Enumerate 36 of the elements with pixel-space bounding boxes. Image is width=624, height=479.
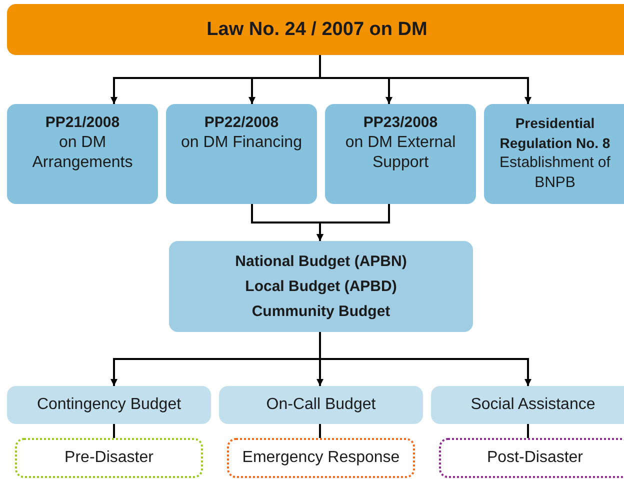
heading-text: PP23/2008: [363, 113, 438, 133]
budget-category-box: [219, 386, 423, 424]
connector-line: [113, 424, 115, 438]
body-text: Contingency Budget: [36, 395, 182, 415]
phase-box: [227, 438, 415, 478]
body-text: on DM Arrangements: [31, 133, 134, 173]
regulation-box: [325, 104, 476, 204]
body-text: Establishment of BNPB: [498, 153, 612, 193]
heading-text: PP22/2008: [204, 113, 279, 133]
arrow: [316, 204, 390, 241]
regulation-box: [484, 104, 624, 204]
body-text: Emergency Response: [242, 448, 400, 468]
body-text: on DM External Support: [344, 133, 457, 173]
heading-text: Presidential Regulation No. 8: [498, 114, 612, 153]
heading-text: PP21/2008: [45, 113, 120, 133]
phase-box: [439, 438, 624, 478]
body-text: Local Budget (APBD): [245, 277, 397, 297]
budget-category-box: [431, 386, 624, 424]
connector-line: [527, 424, 529, 438]
body-text: Post-Disaster: [486, 448, 584, 468]
heading-text: National Budget (APBN): [235, 252, 407, 272]
arrow: [319, 55, 532, 104]
heading-text: Law No. 24 / 2007 on DM: [206, 20, 428, 40]
regulation-box: [7, 104, 158, 204]
body-text: On-Call Budget: [266, 395, 376, 415]
regulation-box: [166, 104, 317, 204]
body-text: Social Assistance: [470, 395, 596, 415]
body-text: Cummunity Budget: [252, 302, 390, 322]
body-text: on DM Financing: [181, 133, 302, 153]
arrow: [319, 332, 532, 386]
budget-box: [169, 241, 473, 332]
law-banner: [7, 4, 624, 55]
body-text: Pre-Disaster: [64, 448, 154, 468]
connector-line: [319, 424, 321, 438]
phase-box: [15, 438, 203, 478]
budget-category-box: [7, 386, 211, 424]
